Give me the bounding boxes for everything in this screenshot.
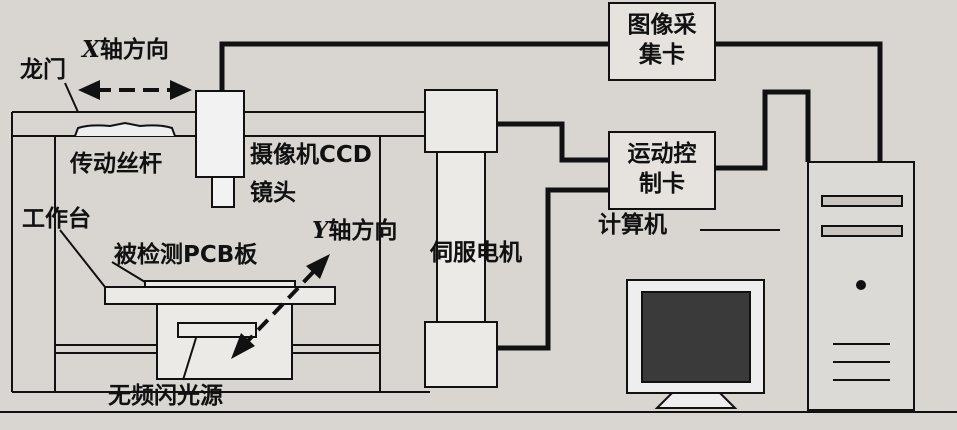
y-axis-arrow — [231, 254, 330, 359]
x-axis-arrow — [78, 80, 192, 100]
computer-tower — [807, 161, 915, 411]
lens-label: 镜头 — [250, 180, 296, 206]
y-axis-label: Y轴方向 — [312, 217, 398, 245]
computer-label: 计算机 — [598, 212, 667, 238]
gantry-leader-line — [64, 82, 79, 113]
motion-card-label: 运动控 制卡 — [609, 139, 715, 199]
camera-ccd-shape — [195, 90, 245, 208]
gantry-label: 龙门 — [20, 57, 66, 83]
image-card-label-line1: 图像采 — [627, 12, 697, 38]
strobe-light-label: 无频闪光源 — [108, 383, 223, 409]
y-axis-text: 轴方向 — [328, 218, 398, 244]
x-axis-label: X轴方向 — [82, 36, 169, 64]
lead-screw-shape — [74, 121, 176, 137]
pcb-board-label: 被检测PCB板 — [114, 242, 258, 268]
monitor — [626, 279, 765, 409]
image-card-label-line2: 集卡 — [639, 42, 685, 68]
x-axis-letter: X — [82, 36, 100, 63]
worktable-label: 工作台 — [22, 206, 91, 232]
camera-ccd-label: 摄像机CCD — [250, 142, 372, 168]
lead-screw-label: 传动丝杆 — [70, 151, 162, 177]
servo-motor-label: 伺服电机 — [430, 240, 522, 266]
motion-card-label-line2: 制卡 — [639, 171, 685, 197]
motion-card-box — [608, 131, 716, 210]
servo-motor-shape — [424, 89, 498, 388]
x-axis-text: 轴方向 — [99, 37, 169, 63]
leader-lines — [59, 229, 780, 381]
worktable-shape — [104, 280, 336, 380]
image-card-box — [608, 2, 716, 81]
cables — [219, 41, 883, 351]
y-axis-letter: Y — [312, 217, 329, 244]
motion-card-label-line1: 运动控 — [627, 141, 697, 167]
image-card-label: 图像采 集卡 — [609, 10, 715, 70]
